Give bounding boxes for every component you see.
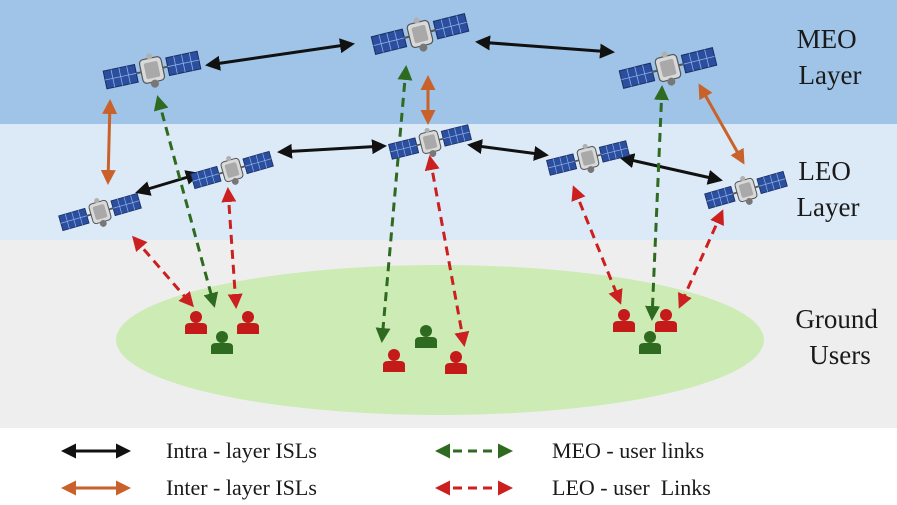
leo-layer-label: LEO Layer — [797, 156, 860, 222]
intra-layer-links — [135, 35, 723, 196]
intra-link-leo-4 — [619, 153, 723, 185]
legend-meo-user-label: MEO - user links — [552, 438, 704, 463]
intra-link-meo-2 — [475, 35, 615, 59]
leo-user-link-3 — [424, 155, 470, 347]
meo-user-links — [153, 65, 669, 343]
meo-user-link-1 — [153, 95, 219, 308]
legend: Intra - layer ISLs Inter - layer ISLs ME… — [61, 438, 711, 500]
leo-user-links — [132, 155, 724, 347]
legend-intra-label: Intra - layer ISLs — [166, 438, 317, 463]
ground-users-label: Ground Users — [795, 304, 884, 370]
meo-user-link-3 — [645, 85, 669, 321]
intra-link-leo-3 — [467, 139, 549, 161]
leo-user-link-5 — [678, 209, 724, 309]
inter-link-1 — [100, 99, 118, 185]
inter-layer-links — [100, 75, 745, 185]
intra-link-meo-1 — [205, 38, 355, 71]
leo-user-link-4 — [571, 185, 623, 305]
meo-user-link-2 — [375, 65, 413, 343]
coverage-area — [116, 265, 764, 415]
meo-layer-label: MEO Layer — [797, 24, 864, 90]
leo-user-link-2 — [221, 187, 243, 309]
inter-link-3 — [698, 83, 745, 165]
legend-leo-user-label: LEO - user Links — [552, 475, 711, 500]
intra-link-leo-2 — [277, 139, 387, 159]
legend-inter-label: Inter - layer ISLs — [166, 475, 317, 500]
